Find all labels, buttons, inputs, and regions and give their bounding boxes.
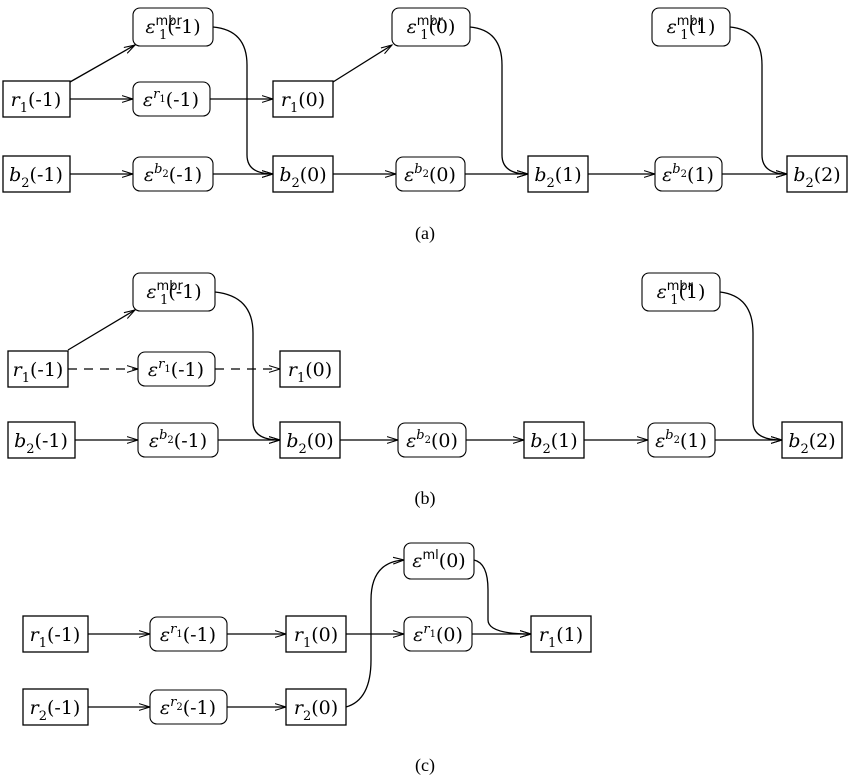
node-label: εr1(-1)	[148, 357, 204, 381]
node-label: εr1(0)	[413, 622, 463, 646]
node-a-b2-m1: b2(-1)	[2, 155, 71, 193]
node-label: r1(-1)	[11, 89, 62, 116]
node-label: r1(0)	[281, 89, 325, 116]
node-label: εb2(1)	[662, 162, 714, 186]
node-c-eml-0: εml(0)	[403, 542, 475, 580]
node-label: εml(0)	[412, 548, 465, 572]
node-b-er1-m1: εr1(-1)	[137, 351, 216, 387]
node-label: εb2(0)	[404, 162, 456, 186]
node-label: εb2(-1)	[144, 162, 202, 186]
node-c-r1-0: r1(0)	[285, 615, 347, 653]
node-a-r1-m1: r1(-1)	[2, 80, 71, 118]
node-label: r1(0)	[294, 624, 338, 651]
node-c-er1-m1: εr1(-1)	[149, 616, 228, 652]
node-a-eb2-m1: εb2(-1)	[132, 156, 214, 192]
caption-a: (a)	[415, 223, 435, 244]
node-c-r2-m1: r2(-1)	[22, 688, 89, 726]
node-label: b2(2)	[788, 430, 835, 457]
node-label: εr2(-1)	[160, 695, 216, 719]
node-b-eb2-1: εb2(1)	[647, 422, 716, 458]
node-a-eb2-1: εb2(1)	[654, 156, 723, 192]
node-b-b2-m1: b2(-1)	[7, 421, 76, 459]
node-b-r1-0: r1(0)	[279, 350, 341, 388]
node-label: εb2(-1)	[149, 428, 207, 452]
node-label: εb2(0)	[406, 428, 458, 452]
node-b-b2-1: b2(1)	[523, 421, 585, 459]
caption-c: (c)	[415, 755, 435, 776]
node-b-r1-m1: r1(-1)	[7, 350, 69, 388]
node-b-b2-0: b2(0)	[279, 421, 341, 459]
node-label: r1(0)	[288, 359, 332, 386]
node-b-eb2-0: εb2(0)	[397, 422, 467, 458]
node-b-eb2-m1: εb2(-1)	[137, 422, 219, 458]
node-c-er1-0: εr1(0)	[403, 616, 473, 652]
node-a-b2-2: b2(2)	[786, 155, 848, 193]
node-label: b2(-1)	[9, 164, 63, 191]
node-c-er2-m1: εr2(-1)	[149, 689, 228, 725]
node-a-er1-m1: εr1(-1)	[132, 81, 211, 117]
edges-b	[67, 291, 782, 440]
node-label: b2(1)	[530, 430, 577, 457]
node-label: b2(1)	[534, 164, 581, 191]
node-label: r1(-1)	[30, 624, 81, 651]
node-c-r1-1: r1(1)	[530, 615, 592, 653]
node-label: r1(1)	[539, 624, 583, 651]
node-label: b2(2)	[793, 164, 840, 191]
node-label: r2(-1)	[30, 697, 81, 724]
node-a-eb2-0: εb2(0)	[395, 156, 466, 192]
caption-b: (b)	[415, 488, 436, 509]
node-c-r2-0: r2(0)	[285, 688, 347, 726]
node-label: εb2(1)	[655, 428, 707, 452]
node-b-b2-2: b2(2)	[781, 421, 843, 459]
node-a-b2-1: b2(1)	[527, 155, 589, 193]
node-label: r2(0)	[294, 697, 338, 724]
node-a-r1-0: r1(0)	[272, 80, 334, 118]
diagram-c: εml(0) r1(-1) εr1(-1) r1(0) εr1(0) r1(1)…	[22, 542, 592, 776]
node-label: εr1(-1)	[160, 622, 216, 646]
node-label: b2(0)	[279, 164, 326, 191]
node-a-b2-0: b2(0)	[272, 155, 334, 193]
node-label: εr1(-1)	[143, 87, 199, 111]
edges-a	[69, 26, 787, 174]
node-c-r1-m1: r1(-1)	[22, 615, 89, 653]
node-label: b2(0)	[286, 430, 333, 457]
node-label: r1(-1)	[13, 359, 64, 386]
edges-c	[88, 560, 531, 707]
node-label: b2(-1)	[14, 430, 68, 457]
